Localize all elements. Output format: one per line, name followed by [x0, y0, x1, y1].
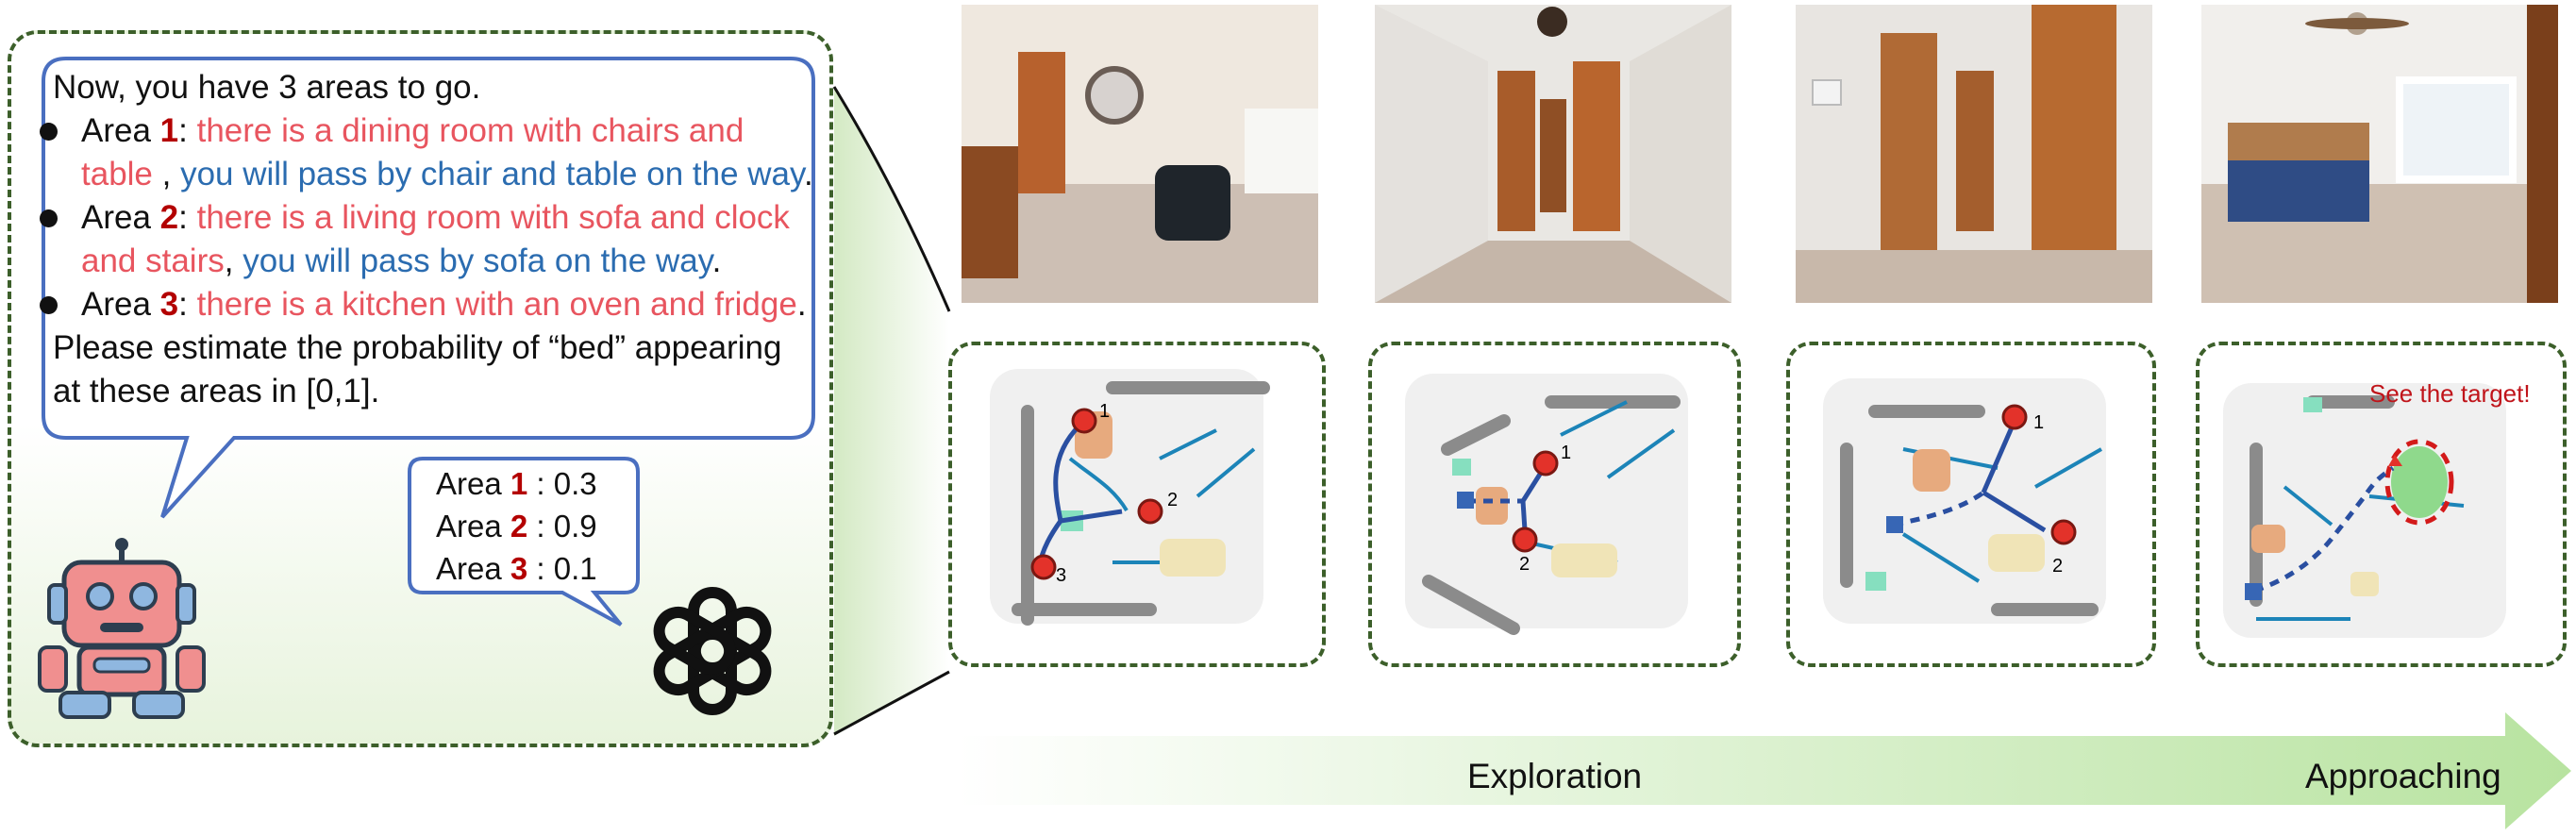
room-photo-2-drawing [1375, 5, 1731, 303]
bullet-icon [40, 123, 58, 141]
area-description-cont: and stairs [81, 242, 225, 279]
answer-area-number: 3 [510, 551, 528, 586]
progress-arrow [958, 712, 2571, 829]
room-photo-2 [1375, 5, 1731, 303]
area-number: 3 [159, 286, 179, 323]
answer-label: Area [436, 509, 502, 543]
area-description: there is a dining room with chairs and [196, 112, 744, 149]
answer-area-number: 2 [510, 509, 528, 543]
area-description: there is a living room with sofa and clo… [196, 199, 790, 236]
period: . [711, 242, 722, 279]
map-4: See the target! [2223, 379, 2531, 638]
map-area-label: 1 [2033, 412, 2044, 433]
room-photo-3 [1796, 5, 2152, 303]
map-area-label: 2 [2052, 556, 2063, 577]
answer-text: Area 1 : 0.3 Area 2 : 0.9 Area 3 : 0.1 [436, 462, 662, 590]
map-area-label: 2 [1519, 554, 1530, 575]
prompt-text: Now, you have 3 areas to go. Area 1: the… [40, 66, 813, 413]
map-1: 1 2 3 [990, 369, 1270, 626]
answer-label: Area [436, 466, 502, 501]
area-pass-text: you will pass by chair and table on the … [180, 156, 804, 192]
answer-value: 0.9 [553, 509, 597, 543]
bullet-icon [40, 296, 58, 314]
area-3-item: Area 3: there is a kitchen with an oven … [40, 283, 808, 326]
question-line-2: at these areas in [0,1]. [53, 373, 380, 410]
answer-row: Area 2 : 0.9 [436, 505, 662, 547]
see-target-label: See the target! [2369, 379, 2531, 408]
room-photo-4-drawing [2201, 5, 2558, 303]
answer-area-number: 1 [510, 466, 528, 501]
map-panel-3: 1 2 [1786, 342, 2156, 667]
map-3: 1 2 [1823, 378, 2106, 624]
area-number: 1 [159, 112, 179, 149]
approaching-label: Approaching [2305, 757, 2501, 795]
bullet-icon [40, 209, 58, 227]
map-2: 1 2 [1405, 374, 1688, 635]
answer-value: 0.3 [553, 466, 597, 501]
area-1-item-cont: table , you will pass by chair and table… [81, 156, 813, 192]
area-pass-text: you will pass by sofa on the way [243, 242, 712, 279]
question-line-1: Please estimate the probability of “bed”… [53, 329, 782, 366]
answer-row: Area 1 : 0.3 [436, 462, 662, 505]
map-panel-4: See the target! [2196, 342, 2567, 667]
map-area-label: 1 [1099, 401, 1110, 422]
answer-value: 0.1 [553, 551, 597, 586]
area-word: Area [81, 112, 151, 149]
prompt-speech-bubble [42, 57, 815, 519]
room-photo-1-drawing [962, 5, 1318, 303]
answer-separator: : [527, 551, 554, 586]
map-panel-1: 1 2 3 [948, 342, 1326, 667]
period: . [803, 156, 813, 192]
area-description-cont: table [81, 156, 153, 192]
room-photo-3-drawing [1796, 5, 2152, 303]
answer-label: Area [436, 551, 502, 586]
robot-icon [38, 538, 206, 719]
prompt-intro: Now, you have 3 areas to go. [53, 69, 481, 106]
area-word: Area [81, 199, 151, 236]
period: . [796, 286, 807, 323]
openai-logo-icon [653, 587, 772, 715]
map-area-label: 3 [1056, 565, 1066, 586]
area-2-item-cont: and stairs, you will pass by sofa on the… [81, 242, 722, 279]
answer-separator: : [527, 466, 554, 501]
map-area-label: 1 [1561, 443, 1571, 463]
area-number: 2 [159, 199, 179, 236]
room-photo-4 [2201, 5, 2558, 303]
map-area-label: 2 [1167, 490, 1178, 510]
area-description: there is a kitchen with an oven and frid… [196, 286, 797, 323]
map-panel-2: 1 2 [1368, 342, 1741, 667]
area-2-item: Area 2: there is a living room with sofa… [40, 196, 808, 240]
answer-row: Area 3 : 0.1 [436, 547, 662, 590]
answer-separator: : [527, 509, 554, 543]
connector-wedge [832, 86, 951, 736]
room-photo-1 [962, 5, 1318, 303]
area-word: Area [81, 286, 151, 323]
answer-speech-bubble [408, 457, 640, 627]
exploration-label: Exploration [1467, 757, 1643, 795]
area-1-item: Area 1: there is a dining room with chai… [40, 109, 808, 153]
speech-bubbles [42, 57, 815, 627]
